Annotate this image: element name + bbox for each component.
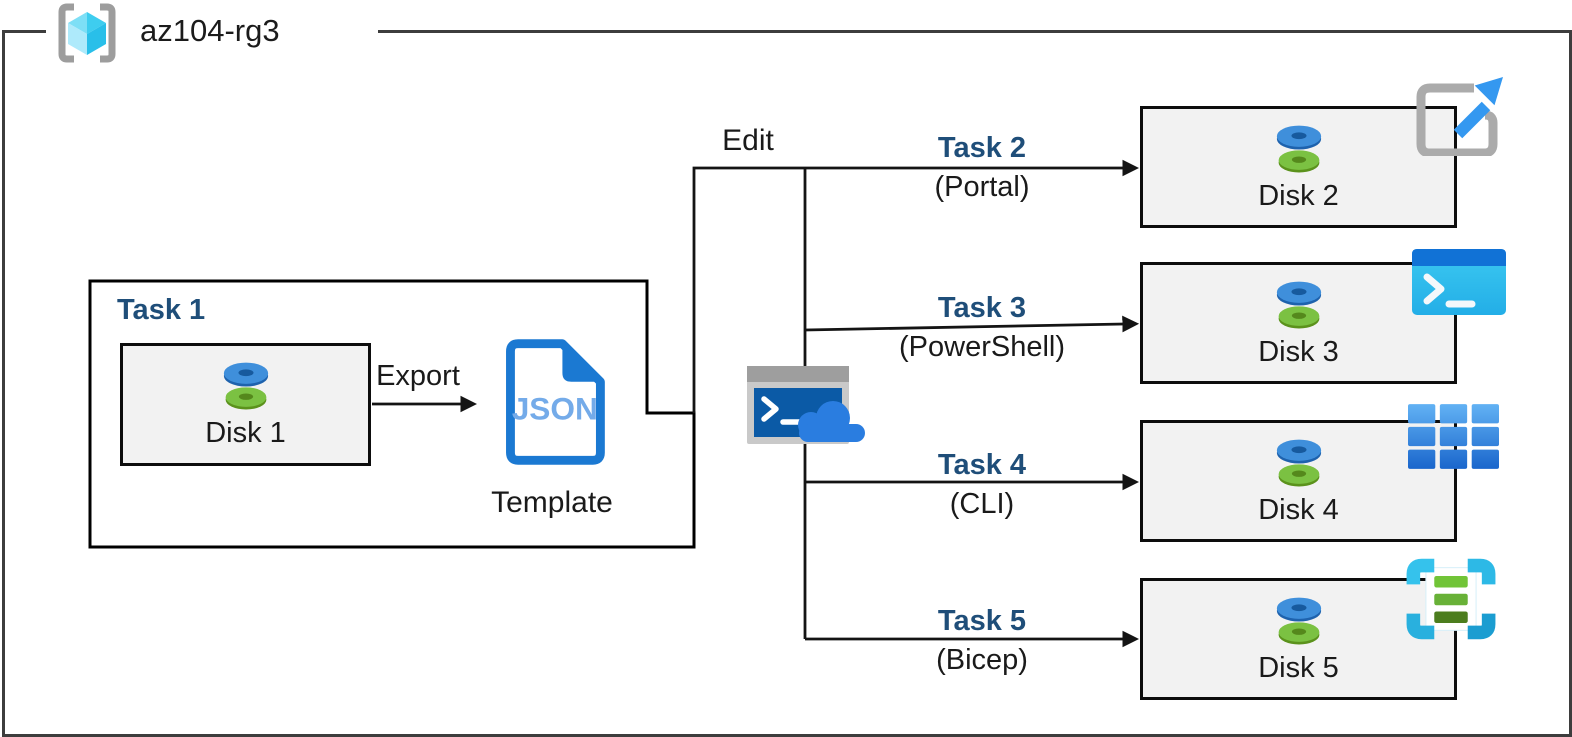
cloud-glyph (798, 401, 865, 442)
disk-2-box: Disk 2 (1140, 106, 1457, 228)
task-title: Task 5 (937, 605, 1027, 637)
portal-launch-icon (1416, 77, 1503, 156)
task3-arrow (804, 315, 1140, 333)
powershell-window-icon (1412, 249, 1506, 315)
export-label: Export (376, 360, 460, 392)
task-method: (CLI) (949, 488, 1015, 520)
edit-label: Edit (722, 124, 774, 157)
task-title: Task 2 (937, 132, 1027, 164)
task2-label-group: Task 2 (Portal) (852, 129, 1112, 207)
task3-label-group: Task 3 (PowerShell) (852, 289, 1112, 367)
resource-group-border (2, 30, 1572, 737)
disk-3-box: Disk 3 (1140, 262, 1457, 384)
template-lines-glyph (1434, 576, 1468, 624)
disk-label: Disk 4 (1258, 493, 1339, 526)
managed-disk-icon (215, 359, 277, 414)
json-badge-text: JSON (512, 391, 598, 427)
managed-disk-icon (1268, 122, 1330, 177)
disk-label: Disk 3 (1258, 335, 1339, 368)
resource-group-name: az104-rg3 (140, 13, 280, 48)
task-title: Task 4 (937, 449, 1027, 481)
task-method: (PowerShell) (899, 331, 1065, 363)
disk-label: Disk 2 (1258, 179, 1339, 212)
disk-label: Disk 1 (205, 417, 286, 449)
bicep-template-icon (1406, 558, 1496, 640)
resource-group-icon (58, 3, 116, 63)
task-method: (Portal) (934, 171, 1030, 203)
disk-label: Disk 5 (1258, 651, 1339, 684)
disk-4-box: Disk 4 (1140, 420, 1457, 542)
border-label-gap (46, 25, 378, 39)
task-method: (Bicep) (936, 644, 1028, 676)
disk-1-box: Disk 1 (120, 343, 371, 466)
managed-disk-icon (1268, 594, 1330, 649)
task-title: Task 3 (937, 292, 1027, 324)
cli-grid-icon (1408, 404, 1499, 469)
managed-disk-icon (1268, 436, 1330, 491)
task1-heading: Task 1 (117, 294, 206, 326)
template-label: Template (491, 486, 613, 519)
json-template-icon: JSON (506, 339, 605, 465)
task4-label-group: Task 4 (CLI) (852, 446, 1112, 524)
cloud-shell-icon (747, 366, 865, 444)
managed-disk-icon (1268, 278, 1330, 333)
edit-task2-connector (692, 159, 1140, 413)
task5-label-group: Task 5 (Bicep) (852, 602, 1112, 680)
disk-5-box: Disk 5 (1140, 578, 1457, 700)
